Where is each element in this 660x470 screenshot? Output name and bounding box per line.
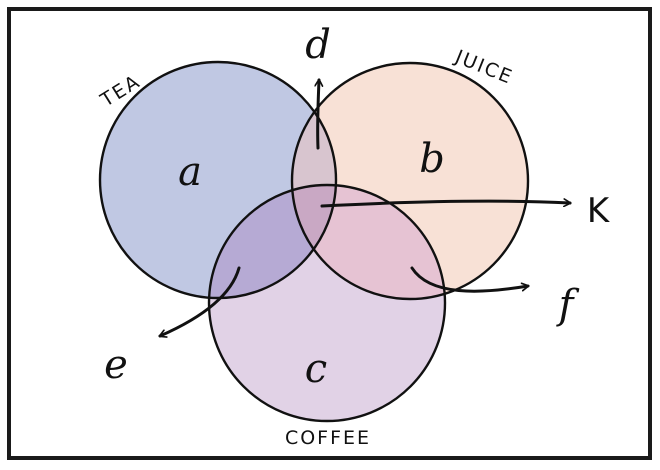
region-c-label: c xyxy=(305,346,327,392)
tea-coffee-overlap xyxy=(209,185,336,298)
coffee-label: COFFEE xyxy=(285,427,371,449)
juice-coffee-overlap xyxy=(292,185,445,299)
region-a-label: a xyxy=(178,149,202,195)
arrow-to-f xyxy=(410,266,528,293)
region-k-label: K xyxy=(587,191,611,231)
region-d-label: d xyxy=(305,22,331,68)
juice-circle-outline xyxy=(290,61,530,301)
arrow-to-k xyxy=(320,201,570,208)
region-b-label: b xyxy=(419,136,445,182)
arrow-to-e xyxy=(160,266,241,336)
coffee-circle-outline xyxy=(207,183,447,423)
tea-circle-outline xyxy=(98,60,338,300)
region-e-label: e xyxy=(104,342,128,388)
arrow-to-d xyxy=(318,80,319,150)
